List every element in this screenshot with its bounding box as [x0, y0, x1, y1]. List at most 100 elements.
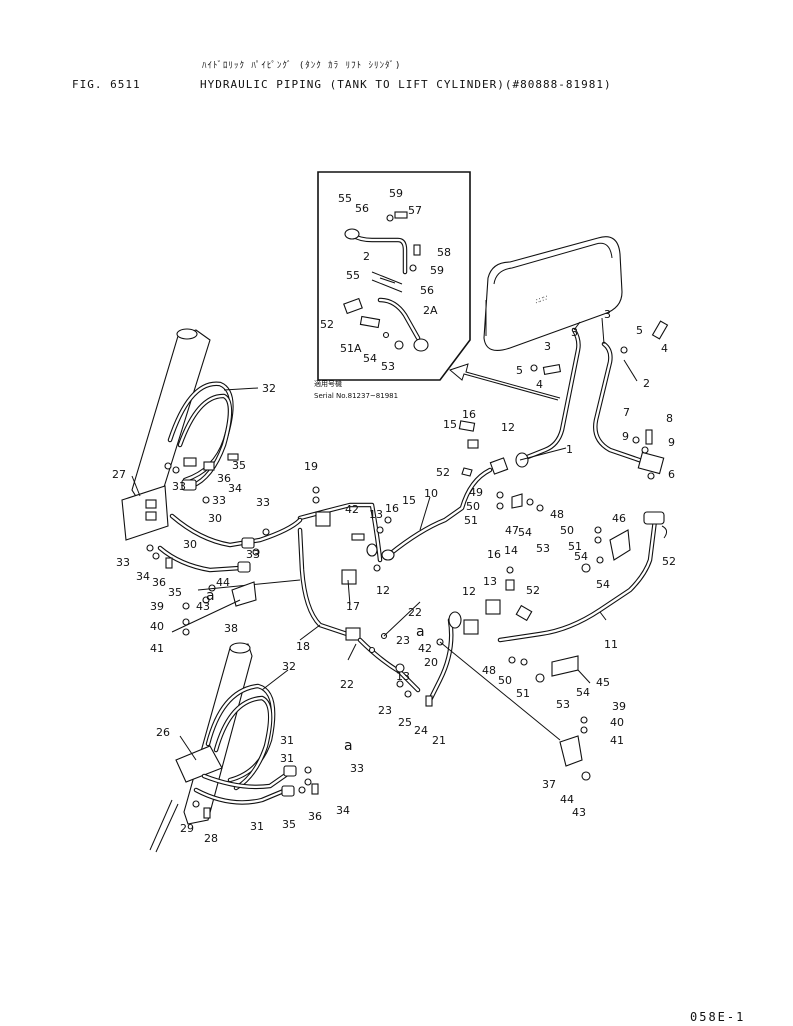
callout: 49	[469, 486, 483, 499]
callout: 53	[536, 542, 550, 555]
callout: 7	[623, 406, 630, 419]
callout: 33	[212, 494, 226, 507]
callout: 33	[116, 556, 130, 569]
callout: 12	[376, 584, 390, 597]
leader-lines	[131, 317, 638, 761]
inset-callout: 51A	[340, 342, 362, 355]
callout: 33	[350, 762, 364, 775]
inset-frame	[317, 171, 471, 381]
callout: 41	[610, 734, 624, 747]
callout: 36	[217, 472, 231, 485]
page-code: 058E-1	[690, 1010, 746, 1024]
callout: 51	[464, 514, 478, 527]
clamp-20	[463, 619, 479, 635]
lift-cylinder-upper	[131, 328, 211, 507]
flange-46	[643, 511, 665, 525]
callout: 43	[572, 806, 586, 819]
callout: 47	[505, 524, 519, 537]
inset-callout: 2	[363, 250, 370, 263]
callout: 22	[340, 678, 354, 691]
callout: 13	[369, 508, 383, 521]
bolt-4	[651, 320, 669, 340]
inset-serial-label: Serial No.81237~81981	[314, 392, 398, 400]
callout-letter: a	[416, 624, 425, 640]
callout: 38	[224, 622, 238, 635]
bracket-37	[559, 735, 583, 767]
callout: 54	[576, 686, 590, 699]
callout: 31	[280, 752, 294, 765]
callout: 51	[568, 540, 582, 553]
callout: 2	[643, 377, 650, 390]
callout: 12	[462, 585, 476, 598]
bolt-4b	[542, 364, 562, 375]
callout: 15	[402, 494, 416, 507]
callout: 16	[462, 408, 476, 421]
callout: 27	[112, 468, 126, 481]
callout: 3	[544, 340, 551, 353]
callout: 28	[204, 832, 218, 845]
callout: 3	[604, 308, 611, 321]
callout: 34	[228, 482, 242, 495]
callout: 48	[482, 664, 496, 677]
reference-arrow	[448, 363, 561, 401]
callout: 13	[396, 670, 410, 683]
callout: 22	[408, 606, 422, 619]
callout: 36	[308, 810, 322, 823]
callout: 35	[168, 586, 182, 599]
inset-callout: 55	[338, 192, 352, 205]
callout: 21	[432, 734, 446, 747]
callout: 34	[336, 804, 350, 817]
flange-12b	[485, 599, 501, 615]
callout: 31	[280, 734, 294, 747]
callout: 31	[250, 820, 264, 833]
bracket-46	[609, 529, 631, 561]
callout: 20	[424, 656, 438, 669]
callout: 35	[282, 818, 296, 831]
callout: 41	[150, 642, 164, 655]
inset-bracket	[371, 271, 403, 293]
callout: 39	[612, 700, 626, 713]
callout: 33	[256, 496, 270, 509]
inset-callout: 52	[320, 318, 334, 331]
title-japanese: ﾊｲﾄﾞﾛﾘｯｸ ﾊﾟｲﾋﾟﾝｸﾞ (ﾀﾝｸ ｶﾗ ﾘﾌﾄ ｼﾘﾝﾀﾞ)	[202, 61, 402, 71]
callout: 9	[668, 436, 675, 449]
callout: 1	[566, 443, 573, 456]
callout: 34	[136, 570, 150, 583]
callout: 16	[487, 548, 501, 561]
callout: 23	[396, 634, 410, 647]
clamp-19	[315, 511, 331, 527]
callout: 13	[483, 575, 497, 588]
inset-callout: 58	[437, 246, 451, 259]
callout: 52	[526, 584, 540, 597]
callout: 14	[504, 544, 518, 557]
callout: 39	[150, 600, 164, 613]
callout: 50	[498, 674, 512, 687]
callout: 3	[571, 326, 578, 339]
callout: 37	[542, 778, 556, 791]
inset-callout: 59	[389, 187, 403, 200]
callout: 17	[346, 600, 360, 613]
bracket-38	[231, 581, 257, 607]
callout: 26	[156, 726, 170, 739]
callout: 52	[662, 555, 676, 568]
callout: 40	[150, 620, 164, 633]
hydraulic-tank: ∴∷∵	[483, 236, 623, 351]
callout: 33	[246, 548, 260, 561]
callout: 52	[436, 466, 450, 479]
callout: 50	[466, 500, 480, 513]
callout: 44	[560, 793, 574, 806]
block-6	[637, 451, 665, 475]
callout: 30	[183, 538, 197, 551]
callout: 30	[208, 512, 222, 525]
callout: 42	[418, 642, 432, 655]
callout: 42	[345, 503, 359, 516]
inset-callout: 59	[430, 264, 444, 277]
callout: 43	[196, 600, 210, 613]
title-english: HYDRAULIC PIPING (TANK TO LIFT CYLINDER)…	[200, 78, 612, 91]
callout: 53	[556, 698, 570, 711]
callout: 4	[661, 342, 668, 355]
callout: 54	[596, 578, 610, 591]
callout: 5	[636, 324, 643, 337]
